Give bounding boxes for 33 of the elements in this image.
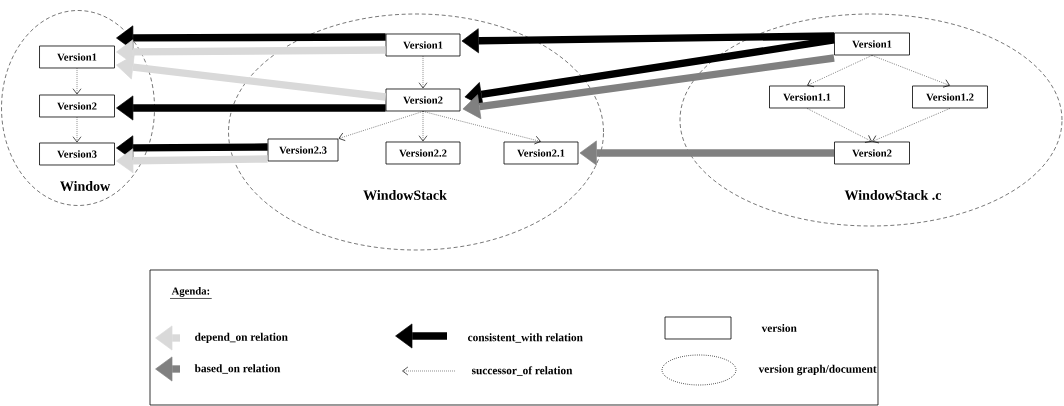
dotted-arrow: [872, 108, 951, 144]
arrow: [462, 54, 835, 119]
legend-label: successor_of relation: [471, 366, 573, 376]
version-box: Version2.1: [503, 141, 579, 165]
legend-label: version: [761, 324, 797, 332]
dotted-arrow: [871, 55, 950, 88]
legend-heading: Agenda:: [169, 287, 213, 299]
version-box: Version1.1: [769, 85, 845, 109]
legend-label: based_on relation: [194, 364, 281, 374]
version-box: Version2: [834, 141, 910, 165]
version-box: Version2.3: [267, 138, 339, 162]
version-box: Version2.2: [385, 141, 461, 165]
version-box: Version1.2: [912, 85, 988, 109]
version-box: Version1: [834, 32, 910, 56]
dotted-arrow: [806, 108, 872, 143]
dotted-arrow: [418, 111, 428, 142]
version-box: Version1: [39, 45, 115, 69]
dotted-arrow: [72, 68, 82, 95]
arrow: [579, 140, 835, 166]
legend-label: consistent_with relation: [468, 333, 583, 343]
version-box: Version3: [39, 142, 115, 166]
arrow: [116, 54, 387, 101]
dotted-arrow: [72, 117, 82, 143]
version-box: Version2: [385, 88, 461, 112]
arrow: [461, 28, 835, 54]
dotted-arrow: [418, 56, 428, 89]
legend-label: version graph/document: [758, 364, 877, 376]
dotted-arrow: [338, 111, 424, 141]
legend-label: depend_on relation: [195, 332, 288, 344]
version-box: Version2: [39, 94, 115, 118]
arrow: [116, 148, 268, 174]
dotted-arrow: [807, 55, 873, 88]
version-box: Version1: [385, 33, 461, 57]
